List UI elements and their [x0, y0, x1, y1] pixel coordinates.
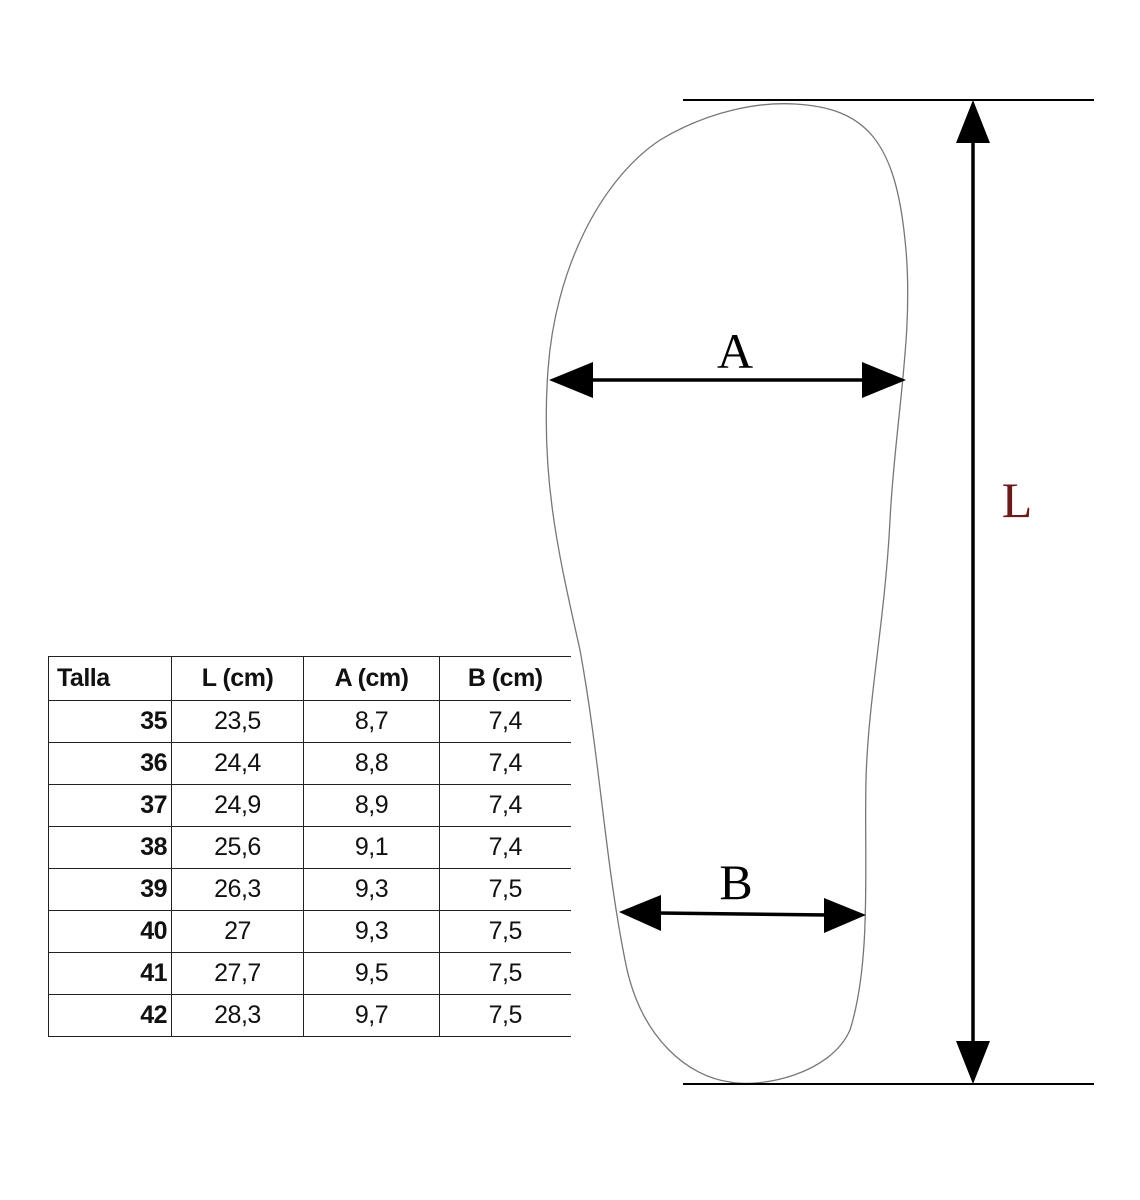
- cell-talla: 37: [48, 784, 172, 827]
- width-a-arrow: [549, 362, 906, 398]
- cell-length: 25,6: [171, 826, 304, 869]
- cell-width-b: 7,5: [439, 868, 571, 911]
- cell-length: 24,9: [171, 784, 304, 827]
- label-a: A: [717, 323, 753, 379]
- label-l: L: [1002, 472, 1033, 528]
- header-width-b: B (cm): [439, 656, 571, 701]
- cell-width-b: 7,4: [439, 700, 571, 743]
- table-row: 42 28,3 9,7 7,5: [48, 994, 571, 1037]
- cell-width-b: 7,4: [439, 784, 571, 827]
- cell-width-b: 7,5: [439, 994, 571, 1037]
- cell-length: 24,4: [171, 742, 304, 785]
- cell-talla: 35: [48, 700, 172, 743]
- table-row: 36 24,4 8,8 7,4: [48, 742, 571, 785]
- cell-length: 26,3: [171, 868, 304, 911]
- table-row: 35 23,5 8,7 7,4: [48, 700, 571, 743]
- cell-talla: 41: [48, 952, 172, 995]
- cell-width-a: 8,8: [303, 742, 440, 785]
- cell-width-a: 9,1: [303, 826, 440, 869]
- cell-width-a: 8,9: [303, 784, 440, 827]
- size-table: Talla L (cm) A (cm) B (cm) 35 23,5 8,7 7…: [48, 656, 571, 1037]
- insole-outline: [545, 103, 909, 1085]
- header-length: L (cm): [171, 656, 304, 701]
- cell-talla: 40: [48, 910, 172, 953]
- table-row: 40 27 9,3 7,5: [48, 910, 571, 953]
- table-row: 38 25,6 9,1 7,4: [48, 826, 571, 869]
- cell-width-b: 7,4: [439, 742, 571, 785]
- table-row: 39 26,3 9,3 7,5: [48, 868, 571, 911]
- cell-width-b: 7,4: [439, 826, 571, 869]
- cell-width-b: 7,5: [439, 952, 571, 995]
- table-row: 41 27,7 9,5 7,5: [48, 952, 571, 995]
- cell-width-a: 9,3: [303, 910, 440, 953]
- cell-talla: 38: [48, 826, 172, 869]
- table-header-row: Talla L (cm) A (cm) B (cm): [48, 656, 571, 701]
- cell-length: 23,5: [171, 700, 304, 743]
- cell-width-a: 9,7: [303, 994, 440, 1037]
- cell-talla: 36: [48, 742, 172, 785]
- cell-length: 27,7: [171, 952, 304, 995]
- table-row: 37 24,9 8,9 7,4: [48, 784, 571, 827]
- header-talla: Talla: [48, 656, 172, 701]
- cell-talla: 39: [48, 868, 172, 911]
- cell-width-a: 8,7: [303, 700, 440, 743]
- cell-width-a: 9,3: [303, 868, 440, 911]
- header-width-a: A (cm): [303, 656, 440, 701]
- width-b-arrow: [619, 895, 866, 933]
- cell-talla: 42: [48, 994, 172, 1037]
- cell-width-a: 9,5: [303, 952, 440, 995]
- label-b: B: [719, 854, 752, 910]
- cell-length: 28,3: [171, 994, 304, 1037]
- cell-length: 27: [171, 910, 304, 953]
- cell-width-b: 7,5: [439, 910, 571, 953]
- length-arrow: [956, 100, 990, 1084]
